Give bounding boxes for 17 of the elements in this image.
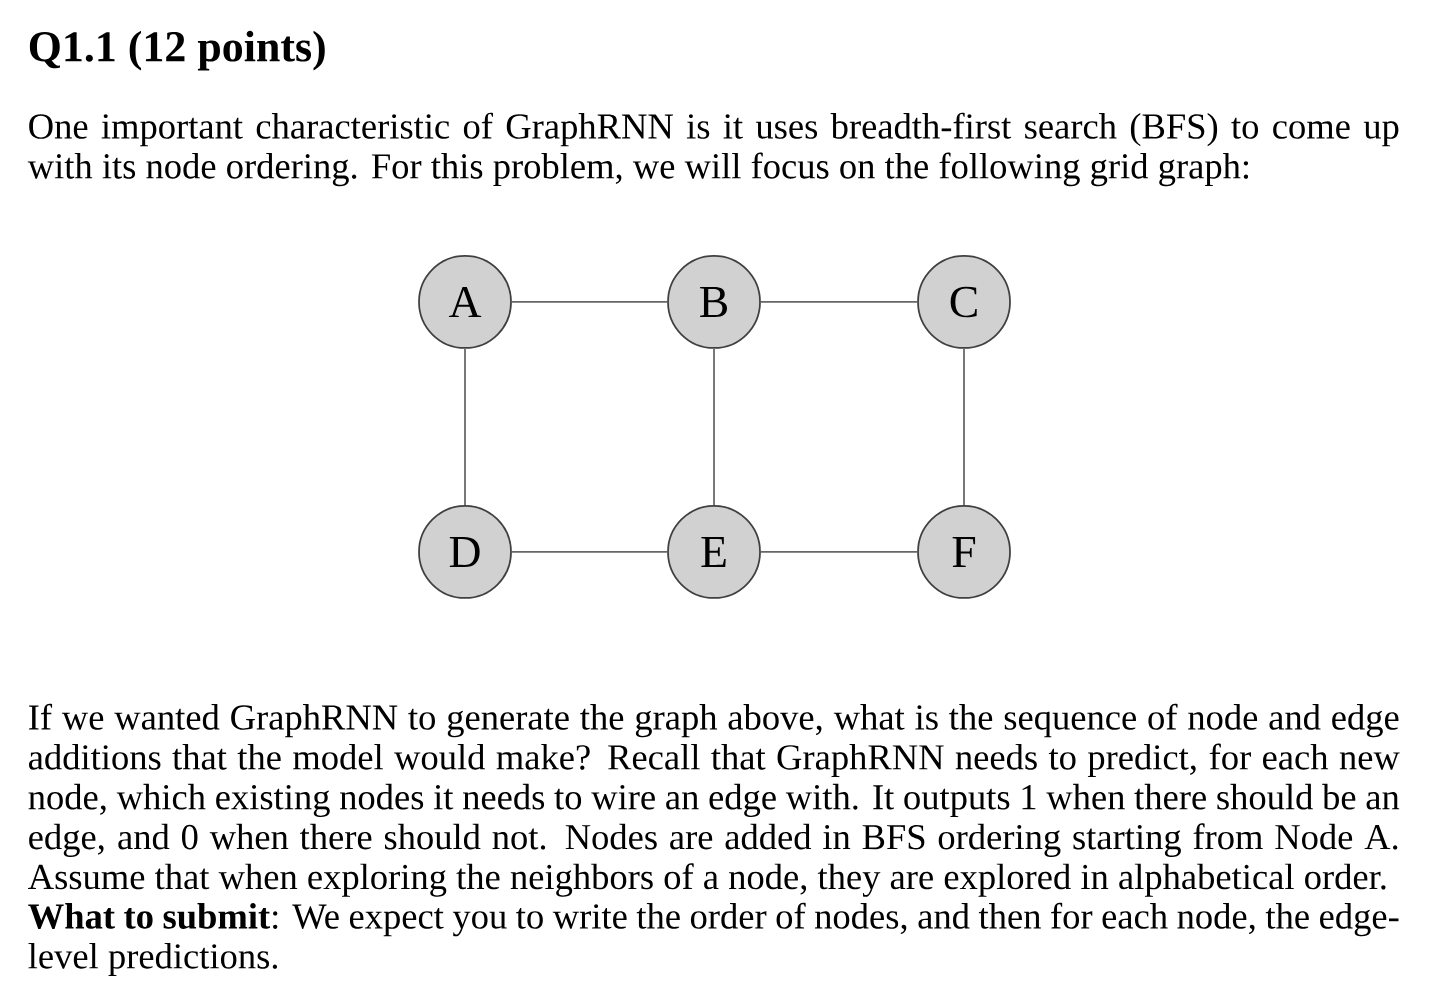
graph-node: F [917, 505, 1011, 599]
edge-line [760, 301, 918, 303]
edge-line [511, 301, 668, 303]
edge-line [963, 348, 965, 506]
graph-node: A [418, 255, 512, 349]
edge-line [713, 348, 715, 506]
graph-node: D [418, 505, 512, 599]
paragraph: If we wanted GraphRNN to generate the graph above, what is the sequence of node and edge additions that the model would make? Recall that GraphRNN needs to predict, for each new node, which existing nodes it needs to wire an edge with. It outputs 1 when there should be an edge, and 0 when there should not. Nodes are added in BFS ordering starting from Node A. Assume that when exploring the neighbors of a node, they are explored in alphabetical order. [28, 703, 1400, 897]
graph-node: B [667, 255, 761, 349]
paragraph: What to submit: We expect you to write the order of nodes, and then for each node, the edge-level predictions. [28, 902, 1399, 977]
heading: Q1.1 (12 points) [29, 30, 325, 71]
edge-line [464, 348, 466, 506]
edge-line [511, 551, 668, 553]
paragraph: One important characteristic of GraphRNN is it uses breadth-first search (BFS) to come up with its node ordering. For this problem, we will focus on the following grid graph: [27, 112, 1399, 187]
edge-line [760, 551, 918, 553]
graph-node: E [667, 505, 761, 599]
graph-node: C [917, 255, 1011, 349]
